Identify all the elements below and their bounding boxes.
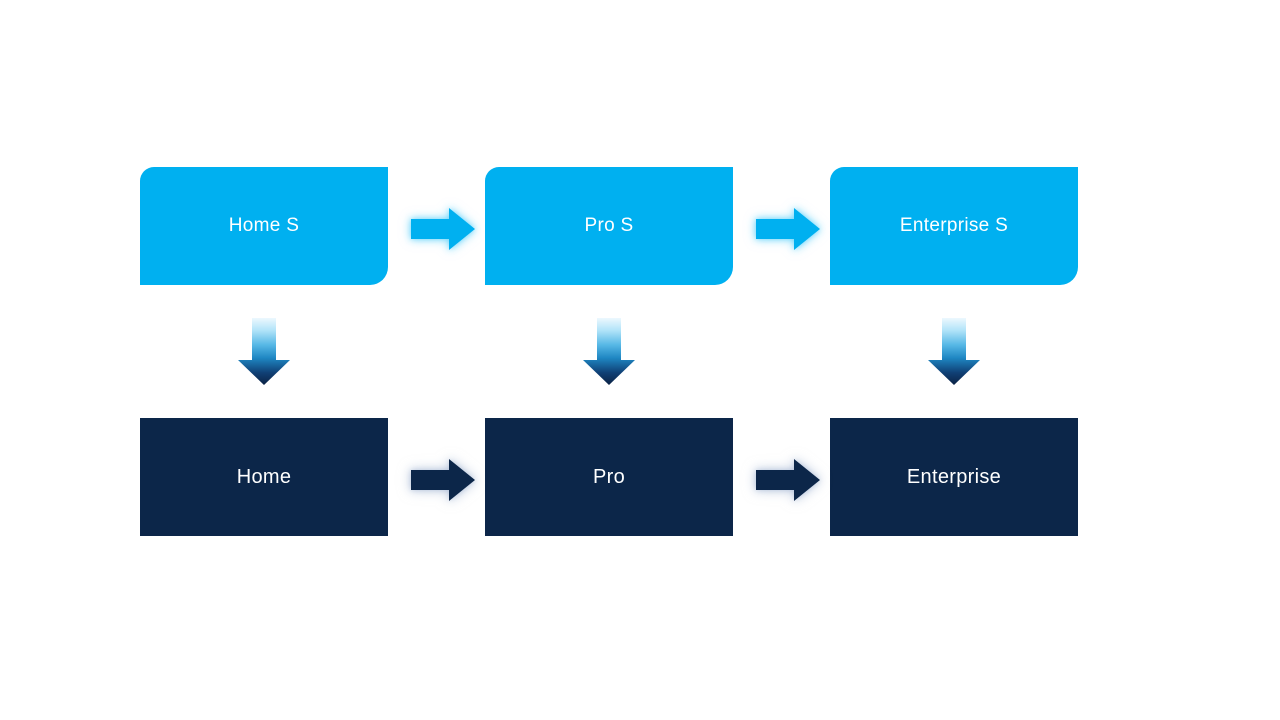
down-arrow-icon[interactable] (928, 318, 980, 385)
right-arrow-icon[interactable] (756, 208, 820, 250)
node-home-s[interactable]: Home S (140, 167, 388, 285)
node-label: Enterprise (906, 465, 1002, 488)
node-enterprise[interactable]: Enterprise (830, 418, 1078, 536)
right-arrow-icon[interactable] (411, 459, 475, 501)
node-label: Home S (228, 215, 300, 236)
right-arrow-icon[interactable] (756, 459, 820, 501)
node-label: Pro S (584, 215, 634, 236)
node-label: Enterprise S (899, 215, 1009, 236)
node-home[interactable]: Home (140, 418, 388, 536)
node-enterprise-s[interactable]: Enterprise S (830, 167, 1078, 285)
node-pro[interactable]: Pro (485, 418, 733, 536)
node-label: Pro (592, 465, 626, 488)
down-arrow-icon[interactable] (238, 318, 290, 385)
node-pro-s[interactable]: Pro S (485, 167, 733, 285)
right-arrow-icon[interactable] (411, 208, 475, 250)
down-arrow-icon[interactable] (583, 318, 635, 385)
node-label: Home (236, 465, 292, 488)
